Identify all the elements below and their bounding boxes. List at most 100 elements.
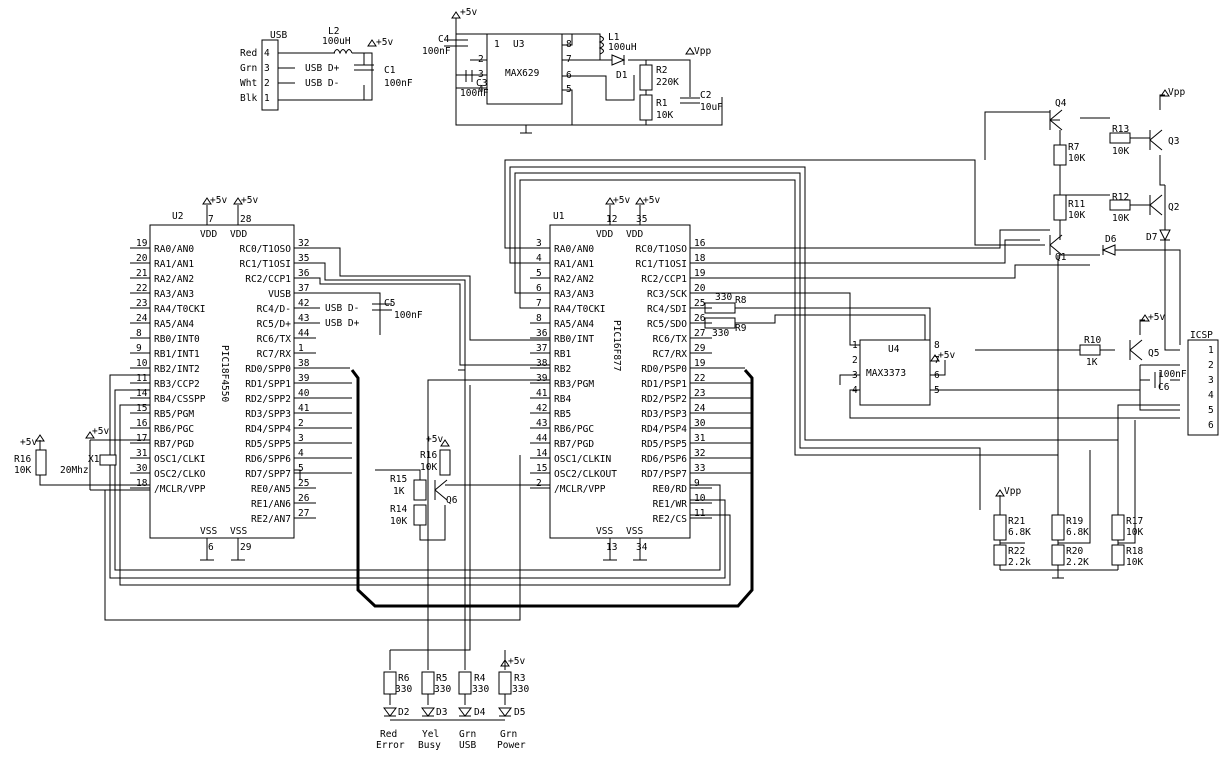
- u2-pin-name: RA0/AN0: [154, 244, 194, 255]
- u1-pin-name: RC7/RX: [653, 349, 688, 360]
- usb-pin-num: 4: [264, 48, 270, 59]
- svg-text:C6: C6: [1158, 382, 1170, 393]
- u2-pin-number: 3: [298, 433, 304, 444]
- u1-pin-name: RC3/SCK: [647, 289, 687, 300]
- u2-pin-name: RA3/AN3: [154, 289, 194, 300]
- u1-pin-number: 23: [694, 388, 705, 399]
- u1-pin-number: 19: [694, 358, 706, 369]
- u2-pin-number: 24: [136, 313, 148, 324]
- u2-pin-number: 25: [298, 478, 309, 489]
- svg-text:R22: R22: [1008, 546, 1025, 557]
- u1-pin-name: RC4/SDI: [647, 304, 687, 315]
- usb-dplus-tag: USB D+: [325, 318, 360, 329]
- u4-part: MAX3373: [866, 368, 906, 379]
- u1-pin-number: 29: [694, 343, 706, 354]
- svg-text:VDD: VDD: [200, 229, 217, 240]
- u1-pin-number: 43: [536, 418, 547, 429]
- u1-ref: U1: [553, 211, 565, 222]
- usb-dminus-tag: USB D-: [325, 303, 359, 314]
- svg-text:R19: R19: [1066, 516, 1083, 527]
- u2-pin-number: 4: [298, 448, 304, 459]
- u2-pin-name: RD7/SPP7: [245, 469, 291, 480]
- u2-pin-number: 42: [298, 298, 309, 309]
- vcc-label: +5v: [460, 7, 477, 18]
- u2-pin-name: RC4/D-: [257, 304, 291, 315]
- svg-text:6.8K: 6.8K: [1008, 527, 1031, 538]
- u2-pin-number: 18: [136, 478, 148, 489]
- u1-pin-number: 2: [536, 478, 542, 489]
- svg-text:VDD: VDD: [626, 229, 643, 240]
- u2-pin-number: 22: [136, 283, 147, 294]
- svg-text:6.8K: 6.8K: [1066, 527, 1089, 538]
- svg-text:10K: 10K: [1112, 213, 1129, 224]
- svg-text:R21: R21: [1008, 516, 1025, 527]
- u1-pin-number: 27: [694, 328, 705, 339]
- svg-text:X1: X1: [88, 454, 100, 465]
- u1-pin-name: RE0/RD: [653, 484, 688, 495]
- svg-text:R14: R14: [390, 504, 407, 515]
- svg-text:10K: 10K: [390, 516, 407, 527]
- u2-part: PIC18F4550: [219, 345, 230, 402]
- svg-text:6: 6: [934, 370, 940, 381]
- vcc-label: +5v: [508, 656, 525, 667]
- u2-pin-number: 9: [136, 343, 142, 354]
- usb-pin-name: Grn: [240, 63, 257, 74]
- svg-text:330: 330: [715, 292, 732, 303]
- u2-pin-number: 16: [136, 418, 148, 429]
- u1-pin-name: RB5: [554, 409, 571, 420]
- u2-pin-number: 32: [298, 238, 309, 249]
- svg-text:100nF: 100nF: [394, 310, 423, 321]
- svg-text:10K: 10K: [1068, 210, 1085, 221]
- svg-text:Q5: Q5: [1148, 348, 1159, 359]
- u1-pin-name: RB2: [554, 364, 571, 375]
- led-ref: D3: [436, 707, 447, 718]
- u2-pin-name: RA5/AN4: [154, 319, 194, 330]
- u1-pin-number: 4: [536, 253, 542, 264]
- u2-pin-number: 23: [136, 298, 147, 309]
- led-ref: D2: [398, 707, 409, 718]
- u2-pin-name: OSC1/CLKI: [154, 454, 205, 465]
- svg-text:10K: 10K: [1126, 527, 1143, 538]
- svg-text:Q3: Q3: [1168, 136, 1179, 147]
- u2-pin-number: 2: [298, 418, 304, 429]
- svg-text:4: 4: [1208, 390, 1214, 401]
- svg-text:R5: R5: [436, 673, 447, 684]
- svg-text:R15: R15: [390, 474, 407, 485]
- u2-pin-number: 10: [136, 358, 148, 369]
- u1-pin-name: RE1/WR: [653, 499, 688, 510]
- vcc-label: +5v: [20, 437, 37, 448]
- u2-pin-number: 38: [298, 358, 310, 369]
- icsp-title: ICSP: [1190, 330, 1213, 341]
- svg-text:R7: R7: [1068, 142, 1079, 153]
- svg-text:330: 330: [472, 684, 489, 695]
- u2-pin-name: RC0/T1OSO: [240, 244, 292, 255]
- u1-pin-name: RA5/AN4: [554, 319, 594, 330]
- svg-text:330: 330: [712, 328, 729, 339]
- svg-text:VSS: VSS: [230, 526, 247, 537]
- svg-text:VDD: VDD: [230, 229, 247, 240]
- svg-text:2: 2: [852, 355, 858, 366]
- svg-text:D1: D1: [616, 70, 628, 81]
- led-color: Yel: [422, 729, 439, 740]
- u1-pin-number: 5: [536, 268, 542, 279]
- usb-connector-body: [261, 39, 279, 111]
- u2-pin-name: RC7/RX: [257, 349, 292, 360]
- svg-text:7: 7: [208, 214, 214, 225]
- u1-pin-number: 9: [694, 478, 700, 489]
- svg-text:35: 35: [636, 214, 647, 225]
- u1-pin-number: 36: [536, 328, 548, 339]
- svg-text:Q2: Q2: [1168, 202, 1179, 213]
- svg-text:L2: L2: [328, 26, 339, 37]
- u1-pin-number: 11: [694, 508, 706, 519]
- svg-text:8: 8: [566, 39, 572, 50]
- svg-text:4: 4: [478, 84, 484, 95]
- svg-text:5: 5: [1208, 405, 1214, 416]
- u2-body: [149, 224, 295, 539]
- svg-text:2.2k: 2.2k: [1008, 557, 1031, 568]
- svg-text:R16: R16: [420, 450, 437, 461]
- u1-pin-number: 8: [536, 313, 542, 324]
- u1-pin-name: RC2/CCP1: [641, 274, 687, 285]
- u1-pin-number: 42: [536, 403, 547, 414]
- svg-text:D7: D7: [1146, 232, 1157, 243]
- u1-pin-name: RD5/PSP5: [641, 439, 687, 450]
